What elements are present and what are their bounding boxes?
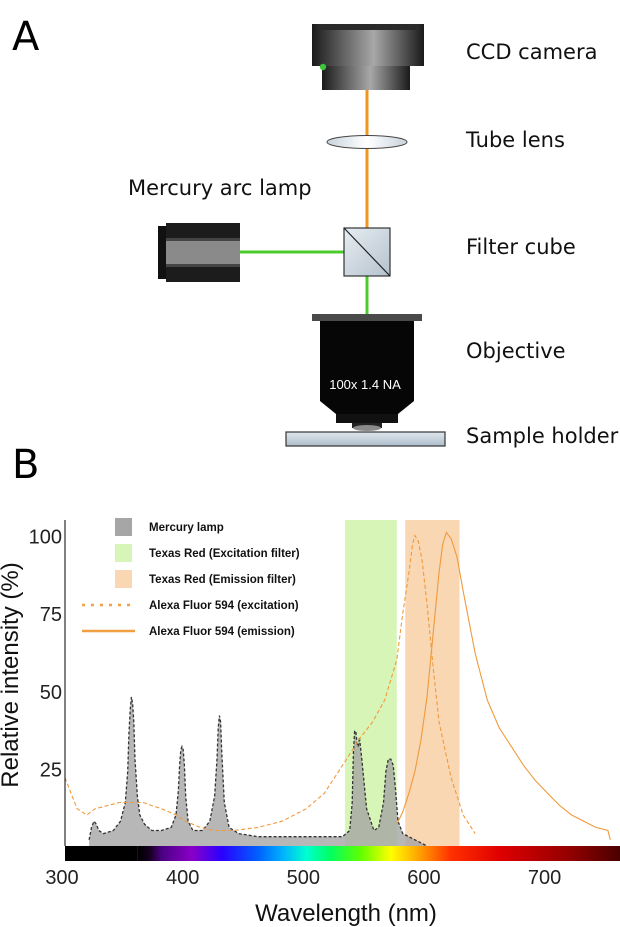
tube-lens [326,135,408,149]
alexa-excitation-line [64,534,476,834]
x-tick-label: 500 [287,867,320,889]
color-bar-uv [65,846,138,861]
objective-spec-label: 100x 1.4 NA [329,377,401,392]
y-axis-label: Relative intensity (%) [0,562,24,787]
x-tick-label: 600 [407,867,440,889]
ccd-camera-label: CCD camera [466,40,598,64]
legend-label-3: Alexa Fluor 594 (excitation) [149,600,299,612]
legend-swatch-0 [115,518,132,536]
tube-lens-label: Tube lens [466,128,565,152]
y-tick-label: 50 [40,682,62,704]
x-tick-label: 400 [166,867,199,889]
legend-swatch-1 [115,544,132,562]
sample-holder [285,431,446,447]
chart-axes: 25 50 75 100 300 400 500 600 700 [29,520,561,889]
sample-holder-label: Sample holder [466,424,619,448]
axis-labels: Wavelength (nm) Relative intensity (%) [0,562,437,927]
y-tick-label: 75 [40,604,62,626]
wavelength-color-bar [65,846,620,861]
filter-band-1 [405,520,460,846]
alexa-excitation-series [64,534,476,834]
ccd-camera [312,24,424,90]
legend-swatch-2 [115,570,132,588]
spectrum-chart: 25 50 75 100 300 400 500 600 700 Mercury lampTex… [0,518,620,927]
microscope-schematic: 100x 1.4 NA [158,24,446,447]
mercury-arc-lamp [158,223,240,282]
x-tick-label: 300 [45,867,78,889]
mercury-lamp-outline [88,696,428,847]
legend-label-0: Mercury lamp [149,522,224,534]
legend-label-2: Texas Red (Emission filter) [149,574,296,586]
mercury-lamp-area [89,697,427,846]
panel-a-letter: A [12,14,40,60]
filter-cube [343,227,391,277]
y-tick-label: 25 [40,759,62,781]
legend-label-1: Texas Red (Excitation filter) [149,548,300,560]
mercury-lamp-series [88,696,428,847]
objective: 100x 1.4 NA [312,314,422,431]
color-bar-visible [137,846,620,861]
mercury-arc-lamp-label: Mercury arc lamp [128,176,312,200]
x-tick-label: 700 [528,867,561,889]
objective-label: Objective [466,339,566,363]
y-tick-label: 100 [29,527,62,549]
legend-label-4: Alexa Fluor 594 (emission) [149,626,295,638]
filter-bands [344,520,460,846]
panel-b-letter: B [12,442,40,488]
alexa-emission-series [396,531,611,840]
alexa-emission-line [396,531,611,840]
x-axis-label: Wavelength (nm) [255,900,437,927]
filter-cube-label: Filter cube [466,235,576,259]
